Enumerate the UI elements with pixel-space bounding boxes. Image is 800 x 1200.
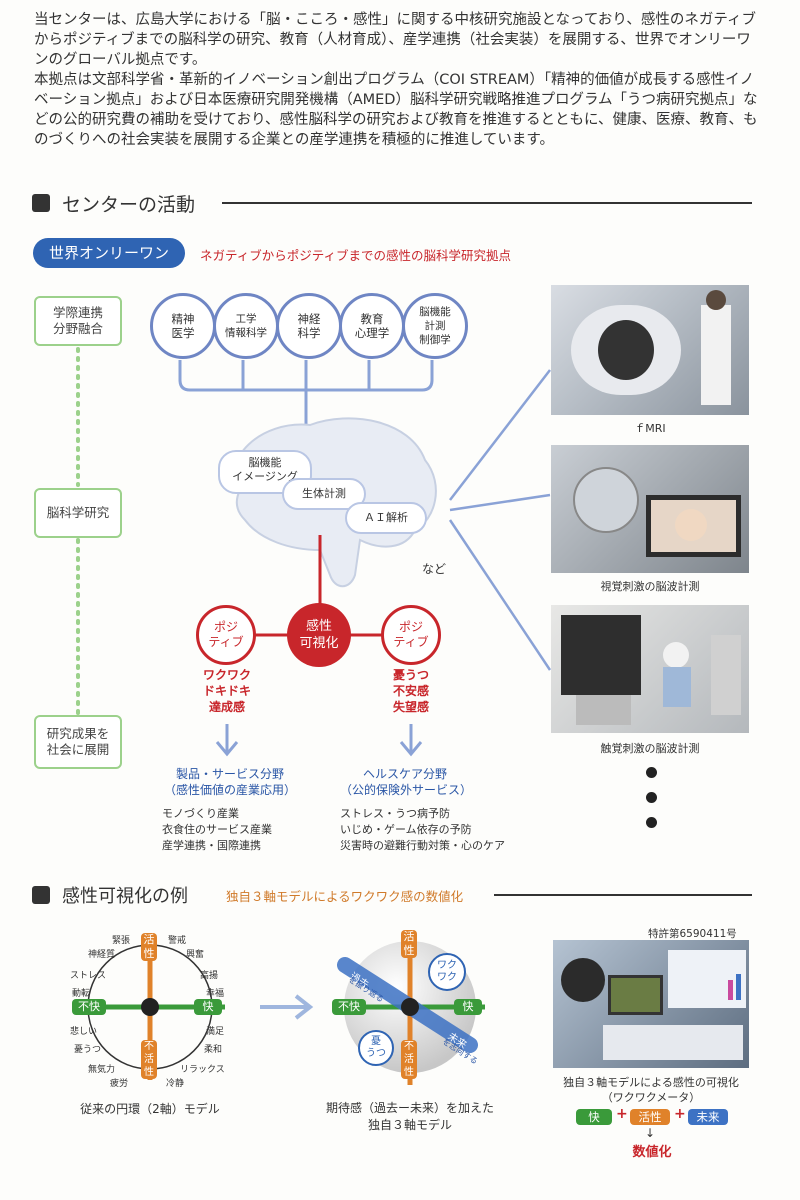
intro-paragraph-1: 当センターは、広島大学における「脳・こころ・感性」に関する中核研究施設となってお… bbox=[34, 12, 756, 68]
fmri-scene bbox=[571, 290, 731, 405]
ai-analysis-label: ＡＩ解析 bbox=[345, 502, 427, 534]
pleasant-label: 快 bbox=[454, 999, 482, 1015]
emotion-word: 興奮 bbox=[186, 950, 205, 960]
continuation-dot bbox=[646, 767, 657, 778]
patent-number: 特許第6590411号 bbox=[648, 928, 737, 940]
emotion-word: 無気力 bbox=[88, 1065, 116, 1075]
unpleasant-label: 不快 bbox=[332, 999, 366, 1015]
section-bullet-icon bbox=[32, 194, 50, 212]
pleasant-label: 快 bbox=[194, 999, 222, 1015]
emotion-word: 疲労 bbox=[110, 1079, 129, 1089]
quantification-label: 数値化 bbox=[632, 1145, 672, 1160]
down-arrow-icon bbox=[215, 724, 239, 757]
down-arrow-icon bbox=[399, 724, 423, 757]
field-brain-function: 脳機能 計測 制御学 bbox=[402, 293, 468, 359]
active-label: 活 性 bbox=[141, 933, 157, 961]
positive-circle-right: ポジ ティブ bbox=[381, 605, 441, 665]
section-subtitle: ネガティブからポジティブまでの感性の脳科学研究拠点 bbox=[200, 248, 512, 263]
kansei-visualization-circle: 感性 可視化 bbox=[287, 603, 351, 667]
field-neuroscience: 神経 科学 bbox=[276, 293, 342, 359]
emotion-word: 高揚 bbox=[200, 971, 219, 981]
emotion-word: 悲しい bbox=[70, 1027, 98, 1037]
box-interdisciplinary: 学際連携 分野融合 bbox=[34, 296, 122, 346]
section-bullet-icon bbox=[32, 886, 50, 904]
emotion-word: 冷静 bbox=[166, 1079, 185, 1089]
visual-eeg-photo bbox=[551, 445, 749, 573]
emotion-word: 幸福 bbox=[206, 989, 225, 999]
emotion-word: リラックス bbox=[180, 1065, 225, 1075]
section-rule bbox=[494, 894, 752, 896]
intro-text: 当センターは、広島大学における「脳・こころ・感性」に関する中核研究施設となってお… bbox=[34, 10, 764, 150]
dotted-connector bbox=[76, 340, 80, 722]
emotion-word: 警戒 bbox=[168, 936, 187, 946]
plus-sign: + bbox=[616, 1106, 628, 1122]
wakuwaku-meter-photo bbox=[553, 940, 749, 1068]
emotion-word: 神経質 bbox=[88, 950, 116, 960]
box-social-deploy: 研究成果を 社会に展開 bbox=[34, 715, 122, 769]
formula-active: 活性 bbox=[630, 1109, 670, 1125]
etc-label: など bbox=[422, 562, 447, 576]
wakuwaku-caption: 独自３軸モデルによる感性の可視化 （ワクワクメータ） bbox=[563, 1076, 739, 1104]
visual-eeg-caption: 視覚刺激の脳波計測 bbox=[600, 580, 700, 593]
photo-connector-lines bbox=[448, 369, 552, 671]
healthcare-field-title: ヘルスケア分野 （公的保険外サービス） bbox=[340, 767, 473, 797]
field-education: 教育 心理学 bbox=[339, 293, 405, 359]
formula-future: 未来 bbox=[688, 1109, 728, 1125]
inactive-label: 不 活 性 bbox=[401, 1040, 417, 1079]
three-axis-caption: 期待感（過去ー未来）を加えた 独自３軸モデル bbox=[325, 1101, 494, 1132]
wakuwaku-scene bbox=[561, 950, 746, 1060]
emotion-word: ストレス bbox=[70, 971, 107, 981]
emotion-word: 動転 bbox=[72, 989, 91, 999]
negative-words: 憂うつ 不安感 失望感 bbox=[392, 668, 429, 714]
formula-pleasant: 快 bbox=[576, 1109, 612, 1125]
tactile-eeg-photo bbox=[551, 605, 749, 733]
box-brain-science: 脳科学研究 bbox=[34, 488, 122, 538]
depression-circle: 憂 うつ bbox=[358, 1030, 394, 1066]
section-rule bbox=[222, 202, 752, 204]
wakuwaku-circle: ワク ワク bbox=[428, 953, 466, 991]
emotion-word: 緊張 bbox=[112, 936, 131, 946]
section-title: 感性可視化の例 bbox=[62, 886, 188, 907]
section-title: センターの活動 bbox=[62, 194, 196, 216]
emotion-word: 憂うつ bbox=[74, 1045, 102, 1055]
intro-paragraph-2: 本拠点は文部科学省・革新的イノベーション創出プログラム（COI STREAM）「… bbox=[34, 72, 758, 148]
inactive-label: 不 活 性 bbox=[141, 1040, 157, 1079]
section-subtitle: 独自３軸モデルによるワクワク感の数値化 bbox=[226, 889, 464, 904]
circumplex-caption: 従来の円環（2軸）モデル bbox=[80, 1102, 220, 1116]
product-service-items: モノづくり産業 衣食住のサービス産業 産学連携・国際連携 bbox=[162, 807, 272, 852]
fmri-caption: ｆMRI bbox=[634, 422, 666, 435]
active-label: 活 性 bbox=[401, 930, 417, 958]
visual-eeg-scene bbox=[573, 467, 741, 557]
field-psychiatry: 精神 医学 bbox=[150, 293, 216, 359]
only-one-pill: 世界オンリーワン bbox=[33, 238, 185, 268]
emotion-word: 柔和 bbox=[204, 1045, 223, 1055]
product-service-field-title: 製品・サービス分野 （感性価値の産業応用） bbox=[163, 767, 296, 797]
continuation-dot bbox=[646, 792, 657, 803]
section-visualization-header: 感性可視化の例 独自３軸モデルによるワクワク感の数値化 bbox=[32, 882, 752, 912]
down-arrow-icon: ↓ bbox=[645, 1126, 656, 1140]
plus-sign: + bbox=[674, 1106, 686, 1122]
tactile-eeg-scene bbox=[561, 615, 741, 725]
right-arrow-icon bbox=[260, 994, 314, 1020]
positive-circle-left: ポジ ティブ bbox=[196, 605, 256, 665]
fmri-photo bbox=[551, 285, 749, 415]
tactile-eeg-caption: 触覚刺激の脳波計測 bbox=[600, 742, 700, 755]
field-engineering: 工学 情報科学 bbox=[213, 293, 279, 359]
healthcare-items: ストレス・うつ病予防 いじめ・ゲーム依存の予防 災害時の避難行動対策・心のケア bbox=[340, 807, 505, 852]
emotion-word: 満足 bbox=[206, 1027, 225, 1037]
continuation-dot bbox=[646, 817, 657, 828]
positive-words: ワクワク ドキドキ 達成感 bbox=[202, 668, 251, 714]
unpleasant-label: 不快 bbox=[72, 999, 106, 1015]
